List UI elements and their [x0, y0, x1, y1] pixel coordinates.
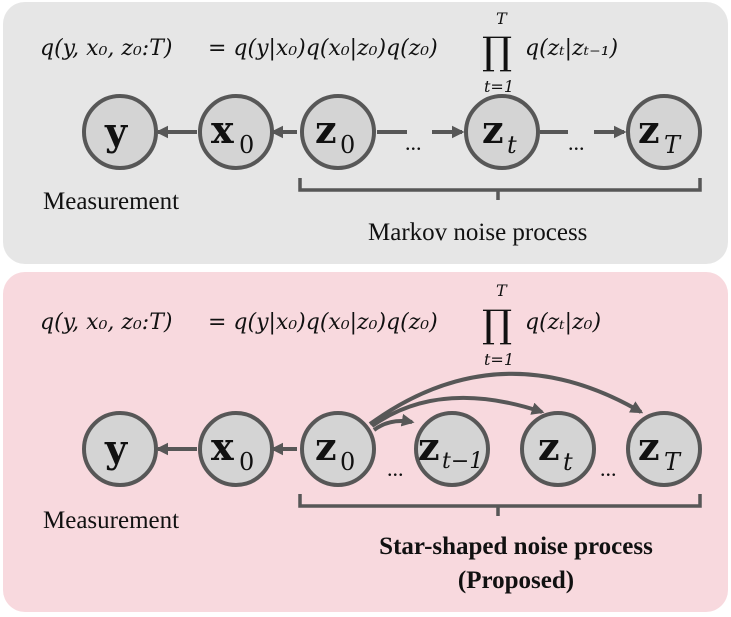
top-process-brace — [298, 178, 702, 200]
bottom-equation-rhs: = q(y|x₀)q(x₀|z₀)q(z₀) — [208, 310, 438, 335]
top-node-zt: z t — [464, 94, 540, 170]
top-node-z0-sub: 0 — [340, 131, 355, 159]
bottom-product-upper: T — [496, 281, 508, 300]
top-node-x0-sub: 0 — [239, 131, 254, 159]
top-node-z0-label: z — [315, 107, 337, 152]
top-equation: q(y, x₀, z₀:T) = q(y|x₀)q(x₀|z₀)q(z₀) T … — [40, 9, 618, 96]
top-product-term: q(zₜ|zₜ₋₁) — [525, 36, 618, 61]
bottom-measurement-label: Measurement — [43, 507, 179, 534]
top-process-label: Markov noise process — [368, 219, 587, 246]
top-node-x0: x 0 — [198, 94, 274, 170]
bottom-node-zt-sub: t — [563, 448, 573, 476]
bottom-node-z0-label: z — [315, 424, 337, 469]
top-ellipsis-2: ... — [568, 130, 585, 155]
edge-z0-to-zt1 — [372, 413, 415, 432]
top-node-x0-label: x — [211, 107, 234, 152]
edge-z0-to-zT — [368, 371, 644, 426]
bottom-node-z0-sub: 0 — [340, 448, 355, 476]
top-node-zT-label: z — [638, 107, 660, 152]
bottom-node-y: y — [82, 411, 158, 487]
top-product-upper: T — [496, 9, 508, 28]
top-equation-lhs: q(y, x₀, z₀:T) — [40, 36, 172, 61]
bottom-node-z0: z 0 — [300, 411, 376, 487]
bottom-process-label-line1: Star-shaped noise process — [379, 533, 653, 560]
bottom-node-zt-label: z — [538, 424, 560, 469]
top-node-y-label: y — [104, 109, 128, 154]
top-product-symbol: ∏ — [482, 29, 512, 73]
top-node-z0: z 0 — [300, 94, 376, 170]
bottom-node-zT: z T — [626, 411, 702, 487]
bottom-equation-lhs: q(y, x₀, z₀:T) — [40, 310, 172, 335]
top-measurement-label: Measurement — [43, 188, 179, 215]
top-node-zt-sub: t — [507, 131, 517, 159]
bottom-ellipsis-1: ... — [387, 456, 404, 481]
top-node-zt-label: z — [482, 107, 504, 152]
bottom-node-zt1-label: z — [418, 424, 440, 469]
edge-z0-to-zt — [370, 395, 545, 428]
bottom-process-label-line2: (Proposed) — [458, 567, 574, 594]
bottom-node-x0: x 0 — [198, 411, 274, 487]
bottom-node-y-label: y — [104, 426, 128, 471]
bottom-node-zt: z t — [520, 411, 596, 487]
bottom-process-brace — [298, 494, 702, 516]
bottom-node-x0-sub: 0 — [239, 448, 254, 476]
bottom-product-term: q(zₜ|z₀) — [525, 310, 601, 335]
bottom-node-zt1-sub: t−1 — [442, 449, 483, 474]
bottom-node-zT-label: z — [638, 424, 660, 469]
bottom-equation: q(y, x₀, z₀:T) = q(y|x₀)q(x₀|z₀)q(z₀) T … — [40, 281, 601, 369]
top-product-lower: t=1 — [484, 77, 514, 96]
top-node-zT-sub: T — [664, 131, 682, 159]
bottom-node-x0-label: x — [211, 424, 234, 469]
top-ellipsis-1: ... — [405, 130, 422, 155]
bottom-product-lower: t=1 — [484, 350, 514, 369]
bottom-ellipsis-2: ... — [600, 456, 617, 481]
top-equation-rhs: = q(y|x₀)q(x₀|z₀)q(z₀) — [208, 36, 438, 61]
bottom-product-symbol: ∏ — [482, 302, 512, 346]
top-node-y: y — [82, 94, 158, 170]
bottom-node-zt1: z t−1 — [414, 411, 490, 487]
top-node-zT: z T — [626, 94, 702, 170]
bottom-node-zT-sub: T — [664, 448, 682, 476]
